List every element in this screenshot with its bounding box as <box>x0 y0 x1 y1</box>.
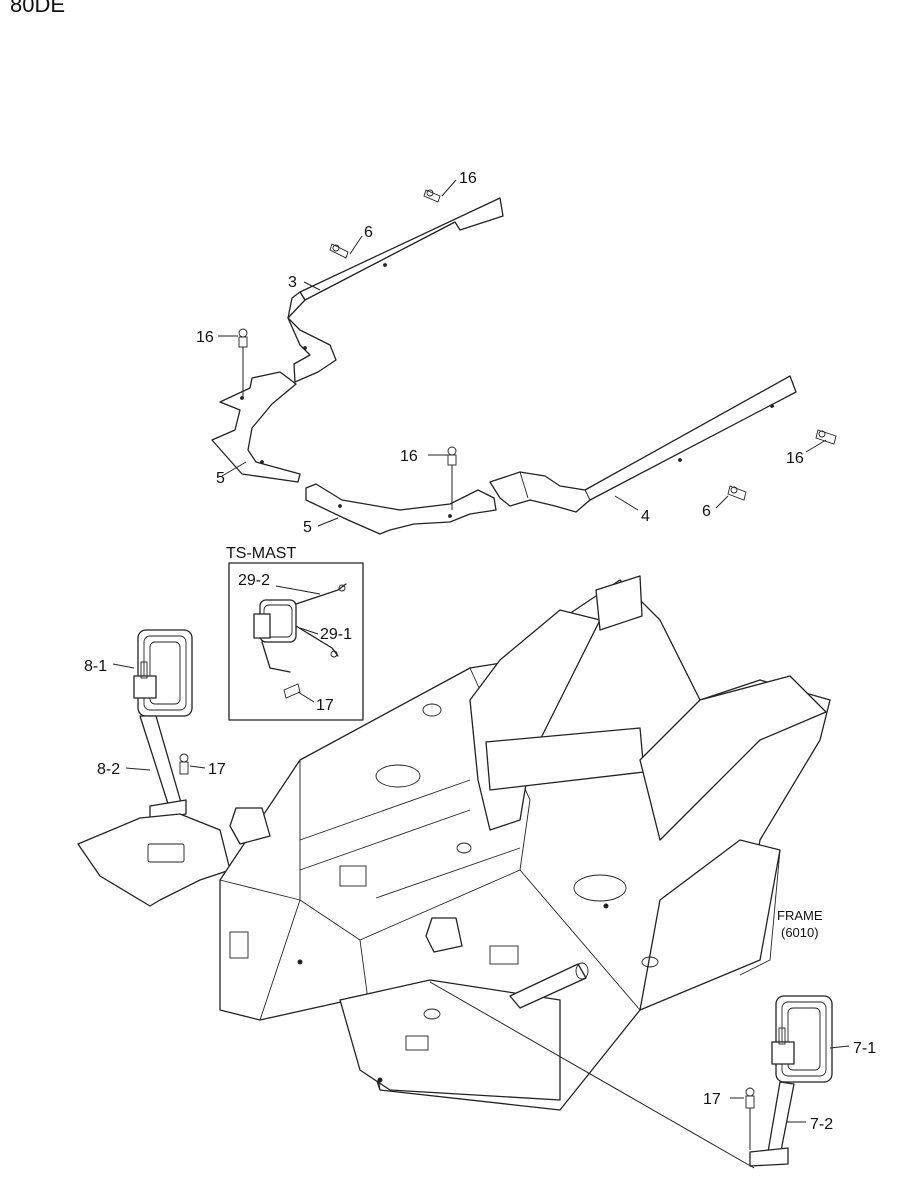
callout-17: 17 <box>316 697 334 714</box>
bolt-16d <box>815 429 837 445</box>
left-leaders <box>112 663 206 846</box>
lamp-stay-8-2 <box>139 715 187 821</box>
callout-8-1: 8-1 <box>84 658 107 675</box>
callout-16: 16 <box>786 450 804 467</box>
bolt-16c <box>447 446 457 466</box>
frame-code: (6010) <box>781 925 819 940</box>
callout-6: 6 <box>364 224 373 241</box>
bolt-17-left <box>179 753 189 775</box>
part-4-rail <box>489 375 797 513</box>
lamp-8-1 <box>133 629 193 717</box>
callout-16: 16 <box>400 448 418 465</box>
frame-label: FRAME <box>777 908 823 923</box>
ts-mast-inset-box <box>228 562 364 721</box>
upper-leaders <box>218 179 827 527</box>
callout-5: 5 <box>303 519 312 536</box>
diagonal-leader <box>429 981 755 1169</box>
callout-5: 5 <box>216 470 225 487</box>
part-3-bracket <box>287 197 504 383</box>
main-frame <box>77 575 831 1111</box>
callout-29-2: 29-2 <box>238 572 270 589</box>
bolt-16b <box>238 328 248 348</box>
right-leaders <box>730 1045 850 1150</box>
callout-7-2: 7-2 <box>810 1116 833 1133</box>
model-name: 80DE <box>10 0 65 17</box>
callout-6: 6 <box>702 503 711 520</box>
part-5-plate-right <box>305 483 497 535</box>
lamp-7-1 <box>771 995 833 1083</box>
callout-16: 16 <box>459 170 477 187</box>
callout-7-1: 7-1 <box>853 1040 876 1057</box>
bolt-17-right <box>745 1087 755 1109</box>
callout-8-2: 8-2 <box>97 761 120 778</box>
callout-17: 17 <box>208 761 226 778</box>
lamp-stay-7-2 <box>749 1081 795 1167</box>
callout-29-1: 29-1 <box>320 626 352 643</box>
ts-mast-lamp <box>253 583 347 673</box>
inset-title: TS-MAST <box>226 545 296 562</box>
bolt-6a <box>329 243 349 259</box>
bolt-17-inset <box>283 683 301 699</box>
inset-leaders <box>275 585 321 703</box>
bolt-6b <box>727 485 747 501</box>
part-5-plate-left <box>211 371 301 483</box>
bolt-16a <box>423 189 441 203</box>
callout-17: 17 <box>703 1091 721 1108</box>
callout-4: 4 <box>641 508 650 525</box>
callout-3: 3 <box>288 274 297 291</box>
callout-16: 16 <box>196 329 214 346</box>
